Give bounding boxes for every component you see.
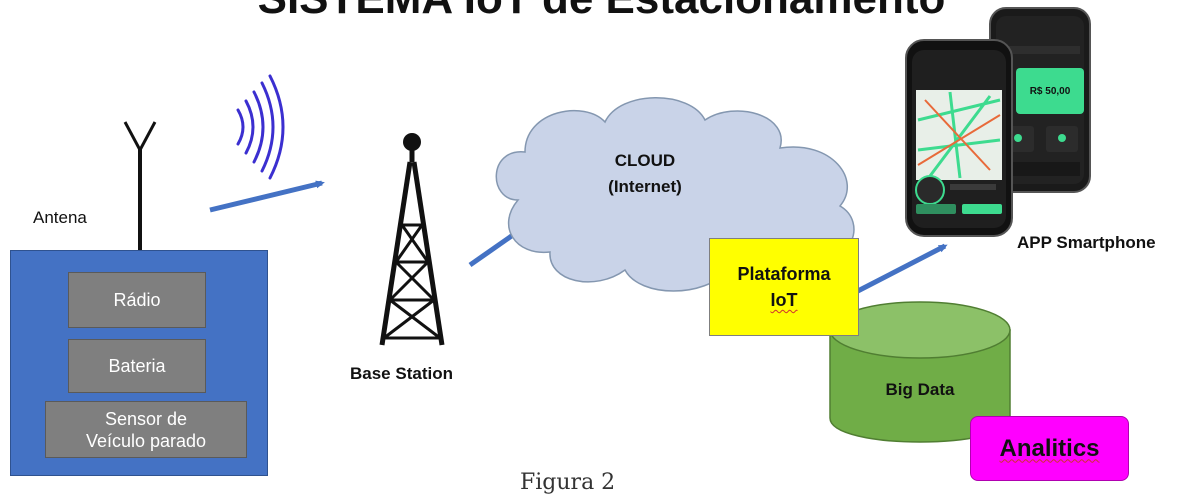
smartphone-back: R$ 50,00	[989, 7, 1091, 193]
iot-platform-box: Plataforma IoT	[709, 238, 859, 336]
sensor-module-label-line2: Veículo parado	[85, 430, 207, 451]
base-station-label: Base Station	[350, 364, 453, 384]
iot-platform-label-line2: IoT	[770, 290, 798, 310]
figure-caption: Figura 2	[520, 470, 616, 495]
analitics-label: Analitics	[999, 434, 1100, 462]
phone-price-text: R$ 50,00	[1030, 86, 1071, 97]
base-station-tower-icon	[379, 133, 445, 346]
sensor-module-label-line1: Sensor de	[104, 408, 188, 429]
radio-module: Rádio	[68, 272, 206, 328]
cloud-label-line1: CLOUD	[614, 151, 676, 170]
antenna-label: Antena	[33, 208, 87, 227]
smartphone-front	[905, 39, 1013, 237]
cloud-label: CLOUD (Internet)	[580, 148, 710, 200]
arrow-device-to-station	[209, 180, 325, 213]
arrow-platform-to-app	[850, 243, 948, 297]
app-smartphone-label: APP Smartphone	[1017, 233, 1156, 252]
big-data-label: Big Data	[885, 380, 955, 399]
battery-module: Bateria	[68, 339, 206, 393]
radio-waves-icon	[236, 74, 285, 180]
iot-platform-label-line1: Plataforma	[737, 264, 831, 284]
sensor-module: Sensor de Veículo parado	[45, 401, 247, 458]
diagram-title: SISTEMA IoT de Estacionamento	[0, 0, 1203, 24]
big-data-cylinder	[829, 301, 1011, 443]
radio-module-label: Rádio	[113, 290, 161, 310]
base-station-label-text: Base Station	[350, 364, 453, 383]
antenna-icon	[123, 121, 157, 252]
battery-module-label: Bateria	[108, 356, 166, 376]
sensor-device-box: Rádio Bateria Sensor de Veículo parado	[10, 250, 268, 476]
analitics-box: Analitics	[970, 416, 1129, 481]
cloud-label-line2: (Internet)	[608, 177, 682, 196]
title-text: SISTEMA IoT de Estacionamento	[258, 0, 946, 23]
